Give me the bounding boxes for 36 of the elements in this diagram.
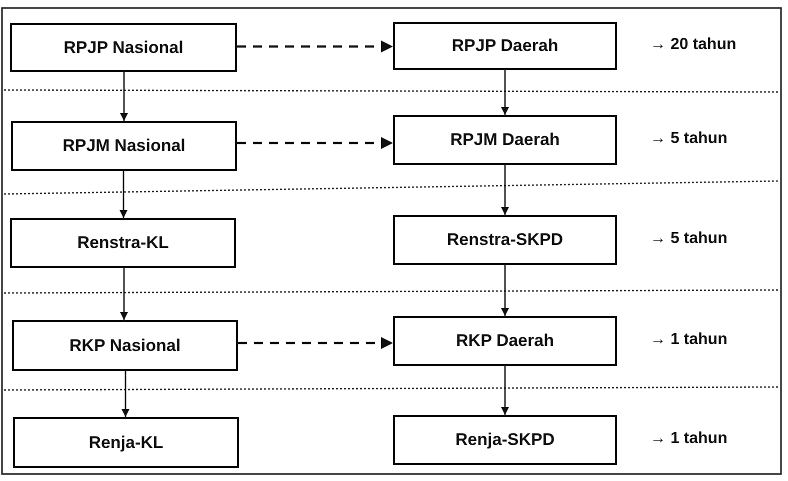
arrow (120, 268, 128, 320)
arrow (237, 40, 393, 52)
process-box (10, 23, 237, 72)
arrow (501, 366, 509, 415)
process-box (393, 215, 617, 265)
box-label: RKP Daerah (456, 331, 554, 351)
box-label: RKP Nasional (69, 336, 181, 356)
process-box (11, 121, 237, 171)
arrow (501, 70, 509, 115)
box-label: RPJM Nasional (62, 136, 186, 156)
arrow (122, 371, 130, 417)
box-label: RPJP Nasional (64, 38, 184, 58)
process-box (12, 320, 238, 371)
arrow (238, 337, 393, 349)
process-box (393, 22, 617, 70)
arrow (120, 171, 128, 218)
box-label: RPJP Daerah (452, 36, 558, 56)
box-label: Renja-KL (88, 432, 164, 452)
box-label: RPJM Daerah (450, 130, 560, 150)
duration-label: → 5 tahun (650, 230, 728, 248)
box-label: Renja-SKPD (455, 430, 555, 450)
box-label: Renstra-SKPD (446, 230, 564, 250)
process-box (10, 218, 236, 268)
arrow (237, 137, 393, 149)
process-box (393, 415, 617, 465)
arrow (501, 165, 509, 215)
process-box (13, 417, 239, 468)
duration-label: → 1 tahun (650, 430, 728, 448)
arrow (120, 72, 128, 121)
duration-label: → 5 tahun (650, 130, 728, 148)
duration-label: → 20 tahun (650, 36, 736, 54)
process-box (393, 115, 617, 165)
box-label: Renstra-KL (77, 233, 169, 253)
duration-label: → 1 tahun (650, 331, 728, 349)
process-box (393, 316, 617, 366)
arrow (501, 265, 509, 316)
